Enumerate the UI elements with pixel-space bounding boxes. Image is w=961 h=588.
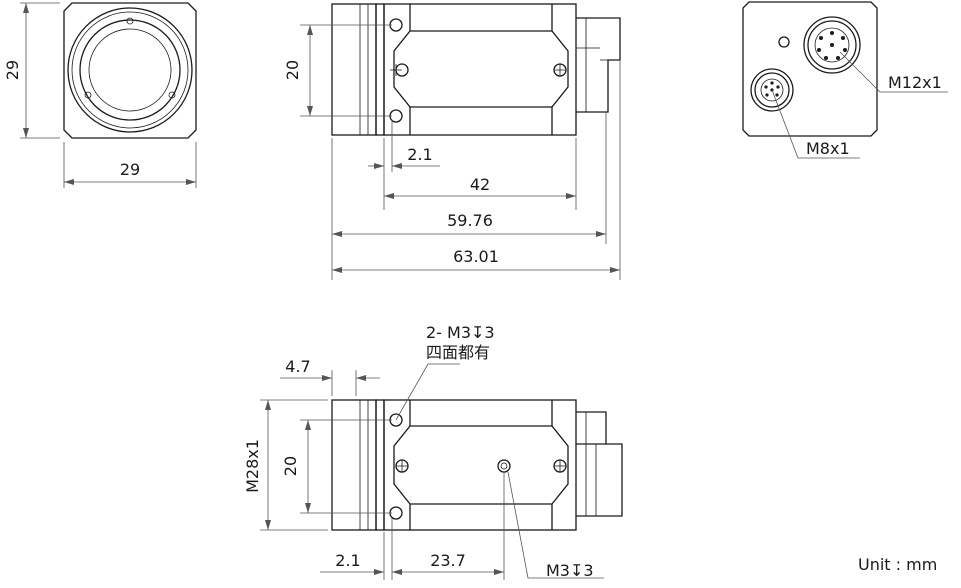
side-body-cover <box>393 4 569 135</box>
rear-body-outline <box>742 1 878 137</box>
m12-connector-ring <box>807 20 857 70</box>
center-hole-leader <box>507 471 604 579</box>
bottom-body <box>383 399 577 531</box>
lens-screw-right <box>168 91 176 99</box>
lens-opening <box>88 28 172 112</box>
m12-connector-outer <box>803 16 861 74</box>
center-hole-label: M3↧3 <box>546 561 594 580</box>
bottom-center-hole <box>497 459 511 473</box>
side-hole-spacing-label: 20 <box>283 60 302 80</box>
holes-label-2: 四面都有 <box>426 343 490 362</box>
bottom-lens-mount <box>331 399 377 531</box>
m8-connector-pins <box>764 81 780 97</box>
side-flange <box>375 3 385 136</box>
lens-screw-top <box>126 17 134 25</box>
holes-label-1: 2- M3↧3 <box>426 323 495 342</box>
bottom-flange <box>375 399 385 531</box>
lens-mount-ring <box>71 11 189 129</box>
rear-indicator-led <box>778 36 790 48</box>
offset-label: 23.7 <box>430 551 466 570</box>
m8-label: M8x1 <box>806 139 850 158</box>
bottom-hole-spacing-label: 20 <box>281 456 300 476</box>
m12-label: M12x1 <box>888 73 942 92</box>
side-body-length-label: 42 <box>470 175 490 194</box>
m12-leader <box>839 51 948 93</box>
m12-connector-face <box>814 27 850 63</box>
front-view: 29 29 <box>3 2 197 188</box>
lens-mount-inner-ring <box>79 19 181 121</box>
front-width-label: 29 <box>120 160 140 179</box>
m8-connector-face <box>760 78 784 102</box>
thread-label: M28x1 <box>243 439 262 493</box>
bottom-view: 2- M3↧3 四面都有 4.7 M28x1 20 2.1 <box>243 323 623 580</box>
side-connector-m12 <box>576 17 621 113</box>
lens-mount-outer-ring <box>67 7 193 133</box>
bottom-body-cover <box>393 400 569 530</box>
side-flange-label: 2.1 <box>407 145 432 164</box>
front-height-label: 29 <box>3 60 22 80</box>
m8-leader <box>771 89 860 159</box>
unit-label: Unit : mm <box>858 555 937 574</box>
side-body <box>383 3 577 136</box>
side-total-length-label: 63.01 <box>453 247 499 266</box>
lens-screw-left <box>84 91 92 99</box>
rear-view: M12x1 M8x1 <box>742 1 948 159</box>
m8-connector-outer <box>750 68 794 112</box>
side-lens-mount <box>331 3 377 136</box>
side-view: 20 2.1 42 59.76 63.01 <box>283 3 621 280</box>
side-length-label: 59.76 <box>447 211 493 230</box>
m8-connector-ring <box>754 72 790 108</box>
m12-connector-pins <box>817 31 847 60</box>
bottom-connector-m12 <box>576 411 623 517</box>
front-body-outline <box>63 2 197 139</box>
holes-leader <box>395 363 460 421</box>
bottom-flange-label: 2.1 <box>335 551 360 570</box>
lens-width-label: 4.7 <box>285 357 310 376</box>
